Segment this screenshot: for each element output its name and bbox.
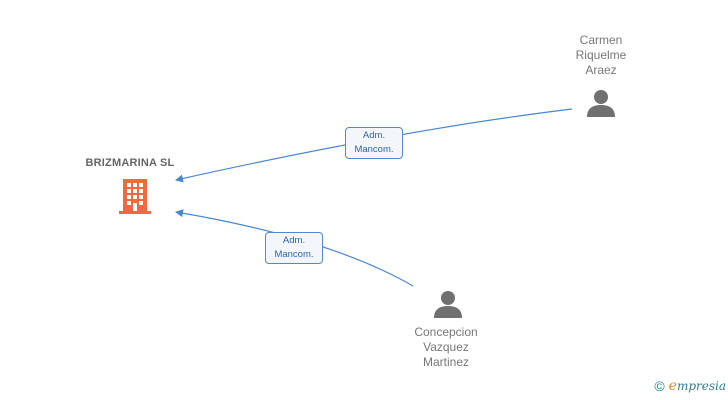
person-name-line: Concepcion bbox=[414, 325, 478, 339]
edge-label-concepcion[interactable]: Adm. Mancom. bbox=[265, 232, 323, 264]
person-name-line: Vazquez bbox=[423, 340, 469, 354]
person-name-line: Araez bbox=[585, 63, 617, 77]
edge-label-carmen[interactable]: Adm. Mancom. bbox=[345, 127, 403, 159]
brand-logo: © empresia bbox=[654, 376, 726, 396]
brand-name: empresia bbox=[669, 378, 726, 394]
person-name-carmen[interactable]: Carmen Riquelme Araez bbox=[552, 33, 650, 78]
edge-label-line: Adm. bbox=[282, 235, 306, 246]
building-icon[interactable] bbox=[118, 177, 152, 215]
brand-rest: mpresia bbox=[676, 379, 726, 393]
person-name-line: Martinez bbox=[422, 355, 469, 369]
person-icon[interactable] bbox=[586, 88, 616, 118]
person-name-line: Riquelme bbox=[575, 48, 627, 62]
edge-label-line: Mancom. bbox=[274, 249, 314, 260]
person-icon[interactable] bbox=[433, 289, 463, 319]
company-name[interactable]: BRIZMARINA SL bbox=[85, 157, 175, 169]
person-name-line: Carmen bbox=[579, 33, 623, 47]
copyright-icon: © bbox=[654, 378, 665, 394]
edge-label-line: Adm. bbox=[362, 130, 386, 141]
person-name-concepcion[interactable]: Concepcion Vazquez Martinez bbox=[396, 325, 496, 370]
brand-first-letter: e bbox=[668, 378, 677, 394]
edge-label-line: Mancom. bbox=[354, 144, 394, 155]
